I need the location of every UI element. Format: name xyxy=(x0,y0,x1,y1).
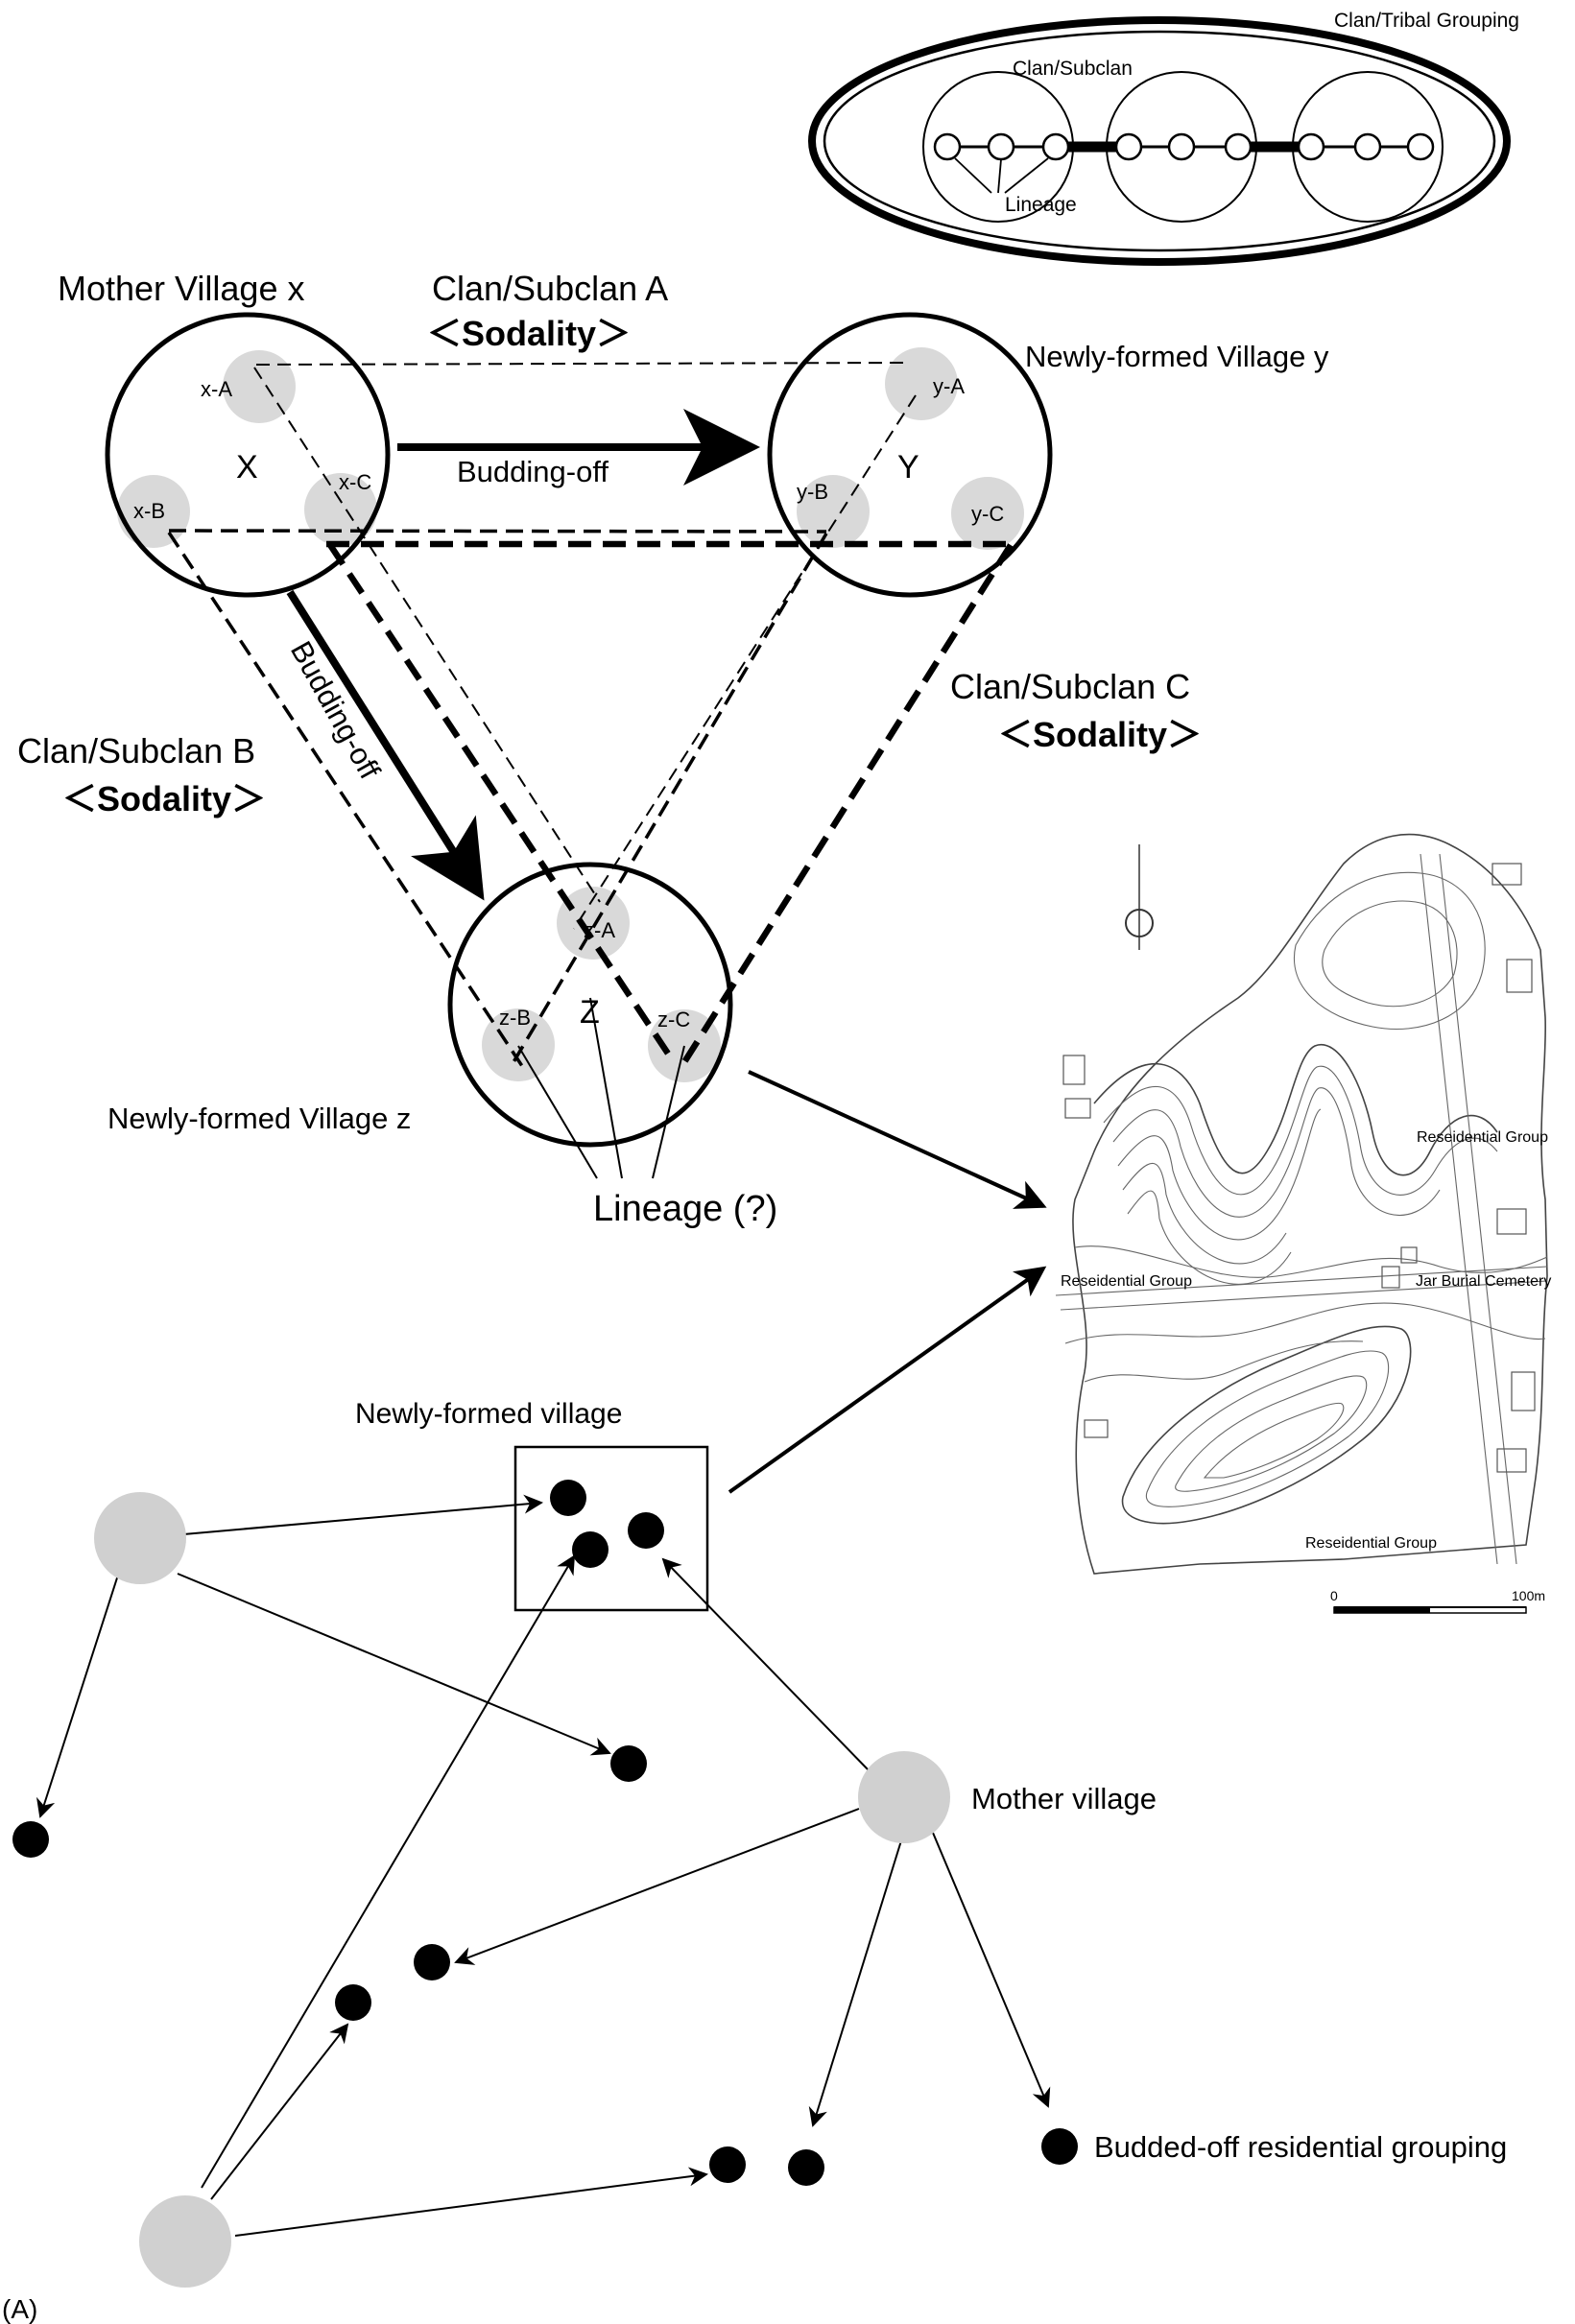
legend-lineage-node xyxy=(1114,132,1143,161)
clan-b-links xyxy=(167,529,828,1070)
site-map: Reseidential Group Reseidential Group Ja… xyxy=(1051,820,1575,1614)
scale-zero-label: 0 xyxy=(1330,1588,1338,1603)
clan-a-links xyxy=(253,362,917,930)
clan-tribal-grouping-label: Clan/Tribal Grouping xyxy=(1334,10,1519,32)
segment-disc-y-a xyxy=(885,347,958,420)
lineage-question-label: Lineage (?) xyxy=(593,1189,777,1229)
lineage-pointer-line xyxy=(589,997,623,1179)
scale-end-label: 100m xyxy=(1512,1588,1545,1603)
budded-off-node xyxy=(550,1480,586,1516)
segment-label-y-b: y-B xyxy=(797,480,828,504)
segment-label-x-b: x-B xyxy=(133,499,165,523)
residential-group-label-top: Reseidential Group xyxy=(1417,1129,1548,1146)
budded-off-grouping-label: Budded-off residential grouping xyxy=(1094,2130,1507,2164)
clan-a-sodality: ＜Sodality＞ xyxy=(427,314,631,353)
clan-subclan-legend-label: Clan/Subclan xyxy=(1013,58,1133,80)
clan-a-label: Clan/Subclan A xyxy=(432,269,668,308)
mother-village-x-circle xyxy=(105,312,391,598)
segment-label-y-c: y-C xyxy=(971,502,1004,526)
village-x-letter: X xyxy=(236,449,258,486)
panel-label: (A) xyxy=(2,2294,37,2324)
budded-off-node xyxy=(12,1821,49,1858)
mother-village-node xyxy=(94,1492,186,1584)
budded-off-node xyxy=(1041,2128,1078,2165)
budded-off-node xyxy=(709,2146,746,2183)
village-y-circle xyxy=(767,312,1053,598)
segment-disc-y-b xyxy=(797,475,870,548)
mother-village-node xyxy=(139,2195,231,2288)
clan-tribal-grouping-ellipse xyxy=(808,16,1511,266)
segment-label-z-a: z-A xyxy=(584,918,615,942)
legend-lineage-pointer xyxy=(997,158,1002,194)
legend-lineage-node xyxy=(1167,132,1196,161)
legend-lineage-pointer xyxy=(1004,157,1049,194)
budding-off-arrow-x-to-z xyxy=(286,589,485,901)
scale-bar: 0 100m xyxy=(1330,1588,1545,1614)
legend-lineage-node xyxy=(1297,132,1325,161)
budded-off-node xyxy=(628,1512,664,1549)
sodality-diagram: Mother Village x X Newly-formed Village … xyxy=(17,269,1329,1229)
map-buildings xyxy=(1062,863,1536,1473)
link-arrow-z-to-map xyxy=(748,1070,1047,1209)
jar-burial-cemetery-label: Jar Burial Cemetery xyxy=(1416,1273,1551,1290)
segment-label-x-a: x-A xyxy=(201,377,232,401)
segment-disc-z-b xyxy=(482,1008,555,1081)
village-y-letter: Y xyxy=(897,449,919,486)
budded-off-node xyxy=(335,1984,371,2021)
budded-off-node xyxy=(610,1745,647,1782)
newly-formed-village-label: Newly-formed village xyxy=(355,1398,622,1430)
segment-label-y-a: y-A xyxy=(933,374,965,398)
legend-lineage-node xyxy=(1353,132,1382,161)
budding-arrows xyxy=(36,1494,1051,2237)
budding-off-label-horizontal: Budding-off xyxy=(457,455,609,488)
legend-lineage-node xyxy=(1041,132,1070,161)
legend-lineage-label: Lineage xyxy=(1005,194,1077,216)
clan-tribal-grouping-inner-ellipse xyxy=(823,30,1496,252)
clan-c-label: Clan/Subclan C xyxy=(950,667,1190,706)
link-arrow-box-to-map xyxy=(728,1266,1047,1494)
segment-label-z-c: z-C xyxy=(657,1008,690,1032)
residential-group-label-bottom: Reseidential Group xyxy=(1305,1535,1437,1552)
newly-formed-village-box xyxy=(513,1445,709,1612)
mother-village-label: Mother village xyxy=(971,1782,1157,1815)
mother-village-x-label: Mother Village x xyxy=(58,269,304,308)
legend-lineage-node xyxy=(1224,132,1253,161)
clan-b-label: Clan/Subclan B xyxy=(17,731,255,771)
segment-label-x-c: x-C xyxy=(339,470,371,494)
clan-c-sodality: ＜Sodality＞ xyxy=(998,715,1202,754)
mother-village-node xyxy=(858,1751,950,1843)
budded-off-node xyxy=(788,2149,824,2186)
residential-group-label-left: Reseidential Group xyxy=(1061,1273,1192,1290)
village-z-letter: Z xyxy=(580,994,600,1031)
legend-lineage-node xyxy=(987,132,1015,161)
legend-lineage-pointer xyxy=(954,157,992,194)
legend-lineage-node xyxy=(933,132,962,161)
budded-off-node xyxy=(414,1944,450,1980)
village-z-circle xyxy=(447,862,733,1148)
village-y-label: Newly-formed Village y xyxy=(1025,340,1329,373)
lineage-pointer-line xyxy=(652,1045,685,1179)
village-z-label: Newly-formed Village z xyxy=(107,1102,411,1135)
segment-disc-x-a xyxy=(223,350,296,423)
segment-disc-y-c xyxy=(951,477,1024,550)
clan-tribal-legend: Clan/Tribal Grouping Clan/Subclan Lineag… xyxy=(808,10,1519,266)
segment-disc-z-a xyxy=(557,887,630,960)
north-arrow-icon xyxy=(1125,844,1154,950)
segment-label-z-b: z-B xyxy=(499,1006,531,1030)
clan-c-links xyxy=(326,540,1014,1064)
legend-lineage-node xyxy=(1406,132,1435,161)
lineage-pointer-line xyxy=(517,1045,598,1179)
clan-b-sodality: ＜Sodality＞ xyxy=(62,779,266,818)
budded-off-node xyxy=(572,1531,609,1568)
budding-network-diagram: Newly-formed village xyxy=(12,1266,1507,2288)
